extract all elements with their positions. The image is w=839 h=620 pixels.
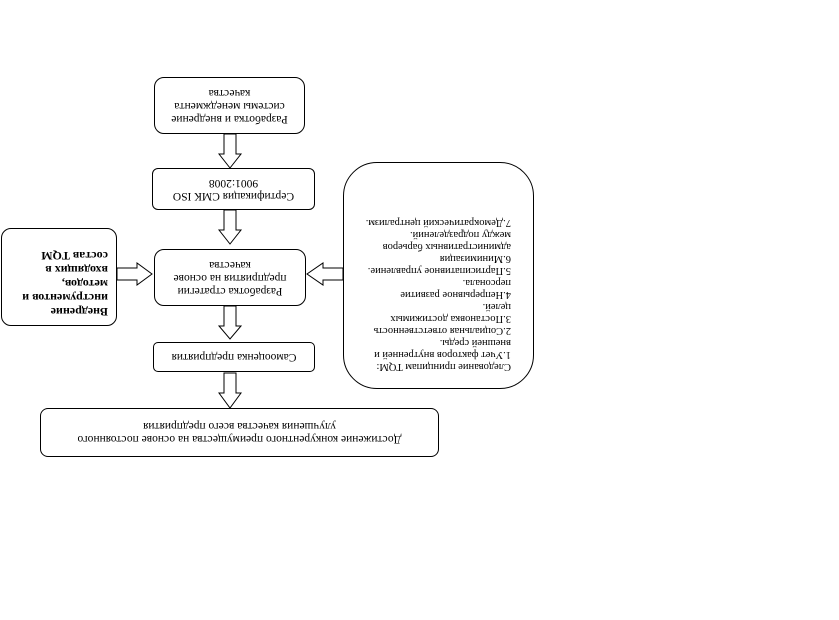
- arrow-qms-to-cert: [217, 133, 243, 169]
- principle-item: 1.Учет факторов внутренней и внешней сре…: [374, 337, 511, 360]
- principle-item: 4.Непрерывное развитие персонала.: [400, 277, 511, 300]
- goal-box: Достижение конкурентного преимущества на…: [40, 408, 439, 457]
- arrow-strategy-to-self: [217, 305, 243, 340]
- principle-item: 7.Демократический централизм.: [365, 217, 511, 228]
- self-assessment-box: Самооценка предприятия: [153, 342, 315, 372]
- principle-item: 2.Социальная ответственность: [373, 325, 511, 336]
- tqm-tools-box: Внедрение инструментов и методов, входящ…: [1, 228, 117, 326]
- arrow-tools-to-strategy: [116, 262, 153, 286]
- principle-item: 3.Постановка достижимых целей.: [390, 301, 511, 324]
- arrow-principles-to-strategy: [306, 262, 344, 286]
- arrow-self-to-goal: [218, 372, 242, 409]
- principles-title: Следование принципам TQM:: [376, 361, 511, 372]
- strategy-box: Разработка стратегии предприятия на осно…: [154, 249, 306, 306]
- arrow-cert-to-strategy: [217, 209, 243, 245]
- certification-text: Сертификация СМК ISO 9001:2008: [172, 177, 295, 202]
- develop-qms-text: Разработка и внедрение системы менеджмен…: [171, 87, 288, 125]
- principle-item: 5.Партисипативное управление.: [367, 265, 511, 276]
- develop-qms-box: Разработка и внедрение системы менеджмен…: [154, 77, 305, 134]
- self-assessment-text: Самооценка предприятия: [171, 351, 297, 364]
- principle-item: 6.Минимизация административных барьеров …: [382, 229, 511, 264]
- tqm-principles-box: Следование принципам TQM: 1.Учет факторо…: [343, 162, 534, 389]
- tqm-tools-text: Внедрение инструментов и методов, входящ…: [22, 249, 108, 319]
- certification-box: Сертификация СМК ISO 9001:2008: [152, 168, 315, 210]
- strategy-text: Разработка стратегии предприятия на осно…: [173, 259, 287, 297]
- goal-text: Достижение конкурентного преимущества на…: [77, 420, 402, 446]
